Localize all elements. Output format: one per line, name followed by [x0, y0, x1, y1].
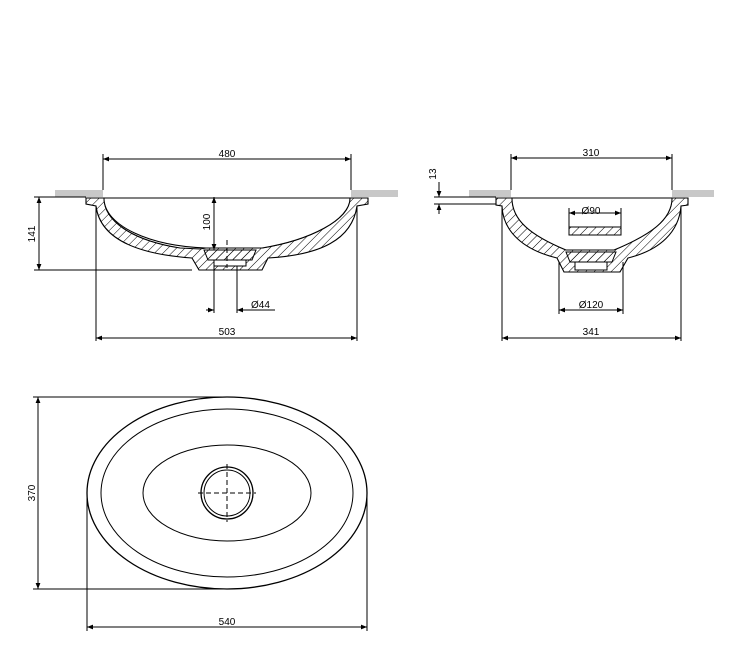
side-countertop-left	[469, 190, 511, 197]
side-drain-fitting	[565, 251, 617, 263]
dim-front-overall-width: 503	[219, 327, 236, 338]
front-view: 480 503 141 100 Ø44	[27, 149, 398, 341]
side-view: 310 341 13 Ø90 Ø120	[428, 148, 714, 341]
dim-side-rim-thickness: 13	[428, 168, 439, 180]
dim-front-depth: 100	[202, 213, 213, 230]
side-overflow-insert	[568, 226, 622, 236]
side-bowl-cavity	[511, 197, 673, 251]
countertop-left	[55, 190, 103, 197]
dim-plan-width: 370	[27, 484, 38, 501]
side-countertop-right	[672, 190, 714, 197]
dim-front-drain-diameter: Ø44	[251, 300, 270, 311]
dim-front-height: 141	[27, 225, 38, 242]
dim-side-inner-diameter: Ø90	[582, 206, 601, 217]
dim-side-top-width: 310	[583, 148, 600, 159]
dim-front-top-width: 480	[219, 149, 236, 160]
plan-inner-rim	[100, 408, 354, 578]
side-drain-body	[574, 261, 608, 271]
dim-side-overall-width: 341	[583, 327, 600, 338]
front-drain-body	[213, 259, 247, 267]
front-bowl-cavity	[103, 197, 351, 249]
countertop-right	[351, 190, 398, 197]
dim-side-outer-diameter: Ø120	[579, 300, 604, 311]
front-drain-fitting	[203, 249, 257, 261]
plan-bowl-floor	[142, 444, 312, 542]
plan-view: 370 540	[27, 396, 368, 631]
dim-plan-length: 540	[219, 617, 236, 628]
